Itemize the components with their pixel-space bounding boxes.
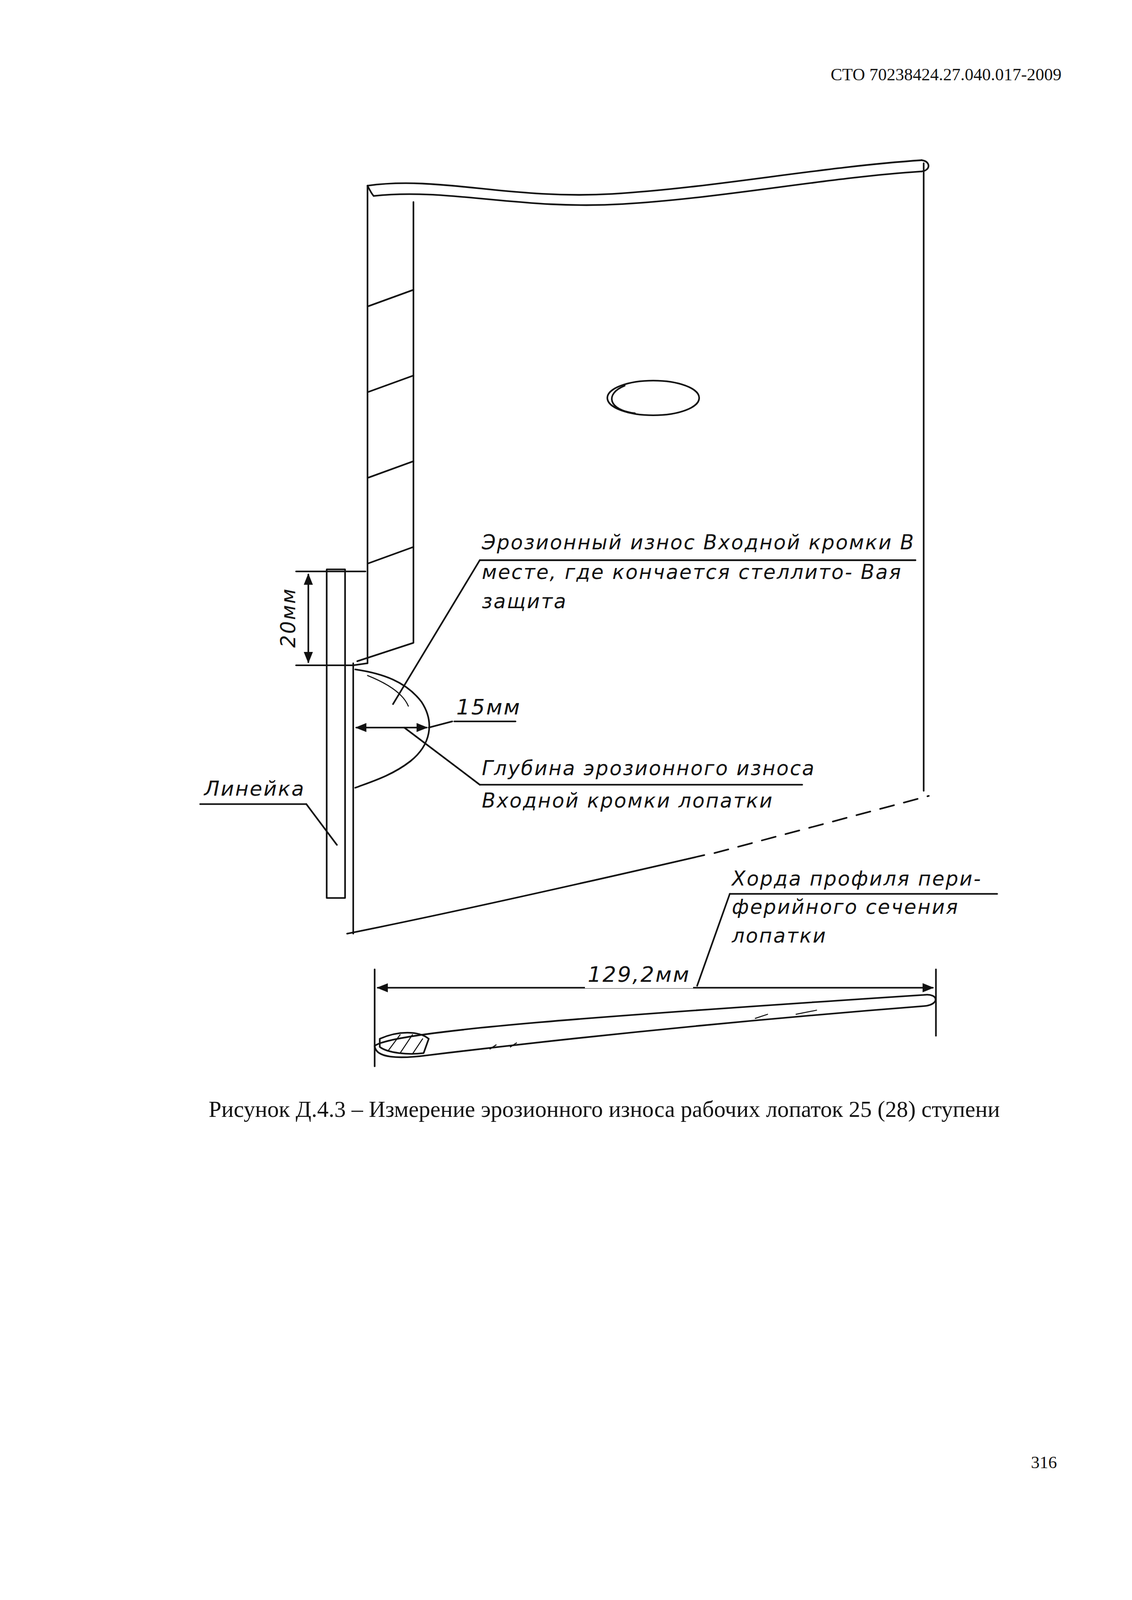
part-label: Линейка: [203, 775, 306, 803]
document-code: СТО 70238424.27.040.017-2009: [0, 63, 1062, 86]
page-number: 316: [1031, 1451, 1058, 1474]
callout-note: Хорда профиля пери- ферийного сечения ло…: [731, 864, 1018, 951]
figure-caption: Рисунок Д.4.3 – Измерение эрозионного из…: [208, 1094, 1000, 1125]
dimension-text: 20мм: [276, 587, 302, 648]
dimension-text: 129,2мм: [584, 961, 694, 988]
dimension-text: 15мм: [456, 693, 522, 721]
callout-note: Эрозионный износ Входной кромки В месте,…: [481, 527, 931, 617]
callout-note: Глубина эрозионного износа Входной кромк…: [481, 752, 830, 818]
